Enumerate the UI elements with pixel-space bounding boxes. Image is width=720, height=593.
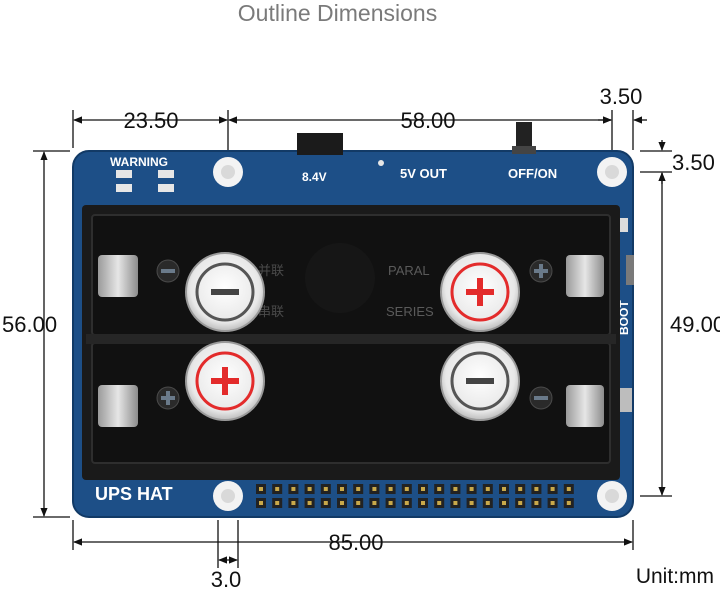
holder-label-left-mid: 串联 [258,304,284,319]
power-switch[interactable] [516,122,532,152]
gpio-header [256,484,574,508]
mounting-hole-bottom-left [213,481,243,511]
gpio-pin-contact [550,501,555,505]
gpio-pin-contact [404,487,409,491]
gpio-pin-contact [469,487,474,491]
gpio-pin-contact [453,487,458,491]
gpio-pin-contact [340,487,344,491]
gpio-pin-contact [421,487,425,491]
power-jack [297,133,343,155]
gpio-pin-contact [259,487,263,491]
voltage-out-label: 5V OUT [400,166,447,181]
dim-hole-spacing-left: 23.50 [123,108,178,133]
plus-icon [529,259,553,283]
gpio-pin-contact [437,501,442,505]
gpio-pin-contact [307,487,312,491]
dim-total-width: 85.00 [328,530,383,555]
gpio-pin-contact [437,487,442,491]
battery-minus-icon [185,252,265,332]
gpio-pin-contact [291,487,296,491]
gpio-pin-contact [518,501,523,505]
gpio-pin-contact [566,487,571,491]
gpio-pin-contact [502,501,506,505]
gpio-pin-contact [291,501,296,505]
gpio-pin-contact [275,487,280,491]
gpio-pin-contact [340,501,344,505]
dim-hole-spacing-vertical: 49.00 [670,312,720,337]
dim-edge-offset-y: 3.50 [672,150,715,175]
gpio-pin-contact [534,501,539,505]
dim-edge-offset-x: 3.50 [600,84,643,109]
minus-icon [529,386,553,410]
dimension-lines [33,110,672,568]
page-title: Outline Dimensions [237,0,438,26]
holder-label-left-top: 并联 [258,263,284,278]
gpio-pin-contact [388,487,393,491]
gpio-pin-contact [259,501,263,505]
gpio-pin-contact [502,487,506,491]
gpio-pin-contact [453,501,458,505]
gpio-pin-contact [372,501,377,505]
dim-total-height: 56.00 [2,312,57,337]
dim-hole-offset-bottom: 3.0 [211,567,242,592]
switch-label: OFF/ON [508,166,557,181]
gpio-pin-contact [404,501,409,505]
boot-label: BOOT [617,300,631,335]
mounting-hole-top-left [213,157,243,187]
gpio-pin-contact [550,487,555,491]
holder-label-series: SERIES [386,304,434,319]
gpio-pin-contact [307,501,312,505]
unit-label: Unit:mm [635,565,714,588]
voltage-in-label: 8.4V [302,170,327,184]
gpio-pin-contact [421,501,425,505]
battery-clip [98,255,138,297]
gpio-pin-contact [323,487,328,491]
gpio-pin-contact [388,501,393,505]
gpio-pin-contact [372,487,377,491]
battery-plus-icon [440,252,520,332]
mounting-hole-bottom-right [597,481,627,511]
board-name: UPS HAT [95,484,173,504]
battery-plus-icon [185,341,265,421]
gpio-pin-contact [356,487,361,491]
battery-clip [566,385,604,427]
gpio-pin-contact [485,501,490,505]
gpio-pin-contact [566,501,571,505]
battery-holder: PARAL SERIES 并联 串联 [82,205,620,480]
minus-icon [156,259,180,283]
gpio-pin-contact [275,501,280,505]
gpio-pin-contact [485,487,490,491]
gpio-pin-contact [534,487,539,491]
dim-hole-spacing-top: 58.00 [400,108,455,133]
battery-clip [98,385,138,427]
gpio-pin-contact [356,501,361,505]
gpio-pin-contact [323,501,328,505]
plus-icon [156,386,180,410]
gpio-pin-contact [518,487,523,491]
holder-label-parallel: PARAL [388,263,430,278]
gpio-pin-contact [469,501,474,505]
warning-label: WARNING [110,155,168,169]
mounting-hole-top-right [597,157,627,187]
battery-minus-icon [440,341,520,421]
battery-clip [566,255,604,297]
